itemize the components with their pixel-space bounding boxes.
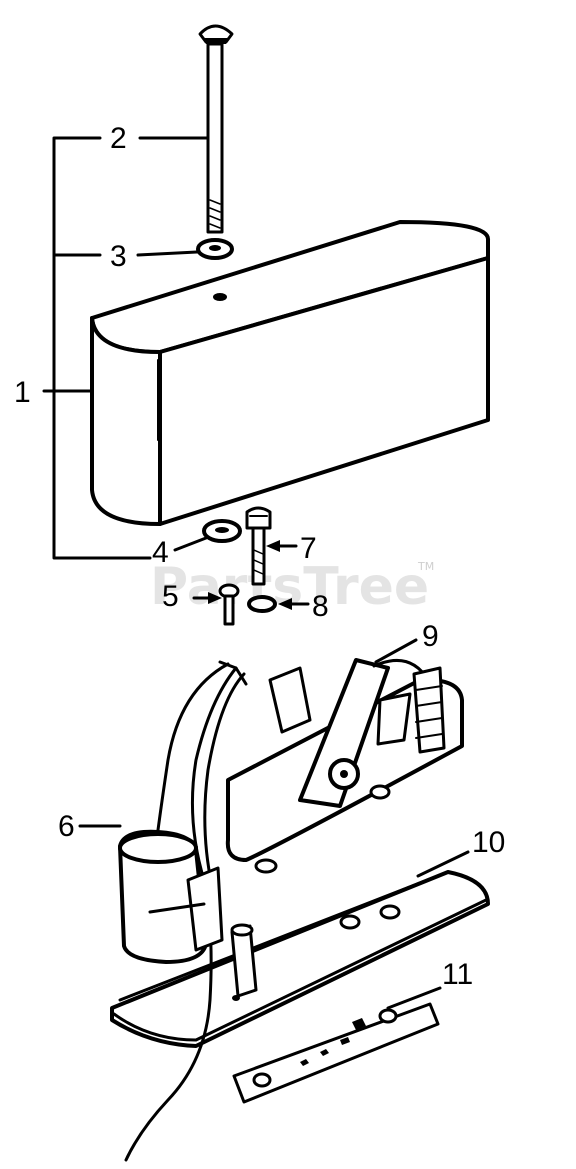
part-8-washer bbox=[247, 595, 310, 613]
callout-1: 1 bbox=[14, 376, 31, 409]
callout-10: 10 bbox=[472, 826, 505, 859]
callout-5: 5 bbox=[162, 580, 179, 613]
terminal-post bbox=[230, 923, 258, 998]
callout-2: 2 bbox=[110, 122, 127, 155]
part-6-condenser bbox=[78, 824, 224, 964]
part-1-cover-box bbox=[60, 220, 490, 526]
part-7-screw bbox=[245, 506, 298, 586]
watermark: PartsTree TM bbox=[150, 557, 434, 617]
part-10-insulator-plate bbox=[110, 850, 490, 1048]
part-9-breaker-points bbox=[124, 638, 464, 1162]
callout-11: 11 bbox=[442, 958, 473, 991]
part-2-bolt bbox=[138, 24, 234, 234]
part-3-washer bbox=[136, 238, 234, 260]
part-11-plate-strip bbox=[232, 986, 442, 1104]
callout-labels: 2 3 1 4 7 5 8 9 6 10 11 bbox=[14, 122, 505, 991]
callout-3: 3 bbox=[110, 240, 127, 273]
watermark-trademark: TM bbox=[417, 560, 434, 573]
part-5-screw bbox=[192, 583, 240, 626]
callout-7: 7 bbox=[300, 532, 317, 565]
callout-8: 8 bbox=[312, 590, 329, 623]
callout-4: 4 bbox=[152, 536, 169, 569]
part-4-washer bbox=[173, 519, 242, 552]
callout-9: 9 bbox=[422, 620, 439, 653]
callout-6: 6 bbox=[58, 810, 75, 843]
